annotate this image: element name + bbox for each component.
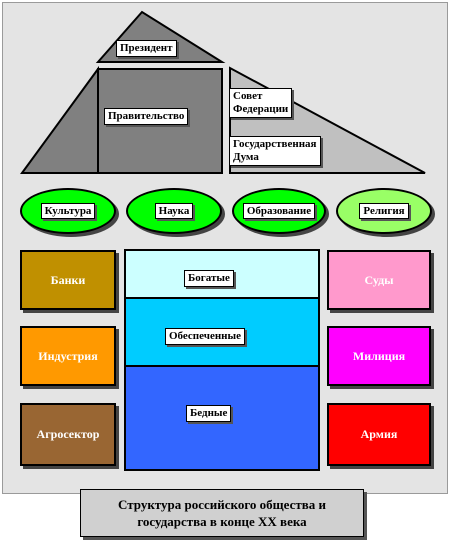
middle-label: Обеспеченные [165, 328, 245, 345]
government-label: Правительство [104, 108, 189, 125]
caption-line-1: Структура российского общества и [118, 497, 326, 512]
box-courts-label: Суды [364, 272, 394, 287]
box-industry-label: Индустрия [38, 348, 98, 363]
box-army: Армия [327, 403, 431, 466]
oval-culture-label: Культура [40, 203, 96, 219]
box-banks: Банки [20, 250, 116, 310]
oval-education-label: Образование [242, 203, 316, 219]
box-agro-label: Агросектор [36, 427, 100, 441]
oval-education: Образование [232, 188, 326, 234]
state-duma-line-1: Государственная [233, 138, 317, 150]
oval-religion: Религия [336, 188, 432, 234]
government-trapezoid-left [20, 65, 99, 174]
box-police: Милиция [327, 326, 431, 386]
box-agro: Агросектор [20, 403, 116, 466]
box-police-label: Милиция [352, 348, 406, 363]
box-banks-label: Банки [50, 272, 86, 287]
federation-council-line-1: Совет [233, 90, 263, 102]
box-army-label: Армия [360, 427, 398, 441]
oval-culture: Культура [20, 188, 116, 234]
federation-council-line-2: Федерации [233, 103, 289, 115]
state-duma-line-2: Дума [233, 151, 259, 163]
rich-label: Богатые [184, 270, 234, 287]
president-label: Президент [116, 40, 177, 57]
caption-line-2: государства в конце XX века [137, 514, 307, 529]
box-courts: Суды [327, 250, 431, 310]
oval-science: Наука [126, 188, 222, 234]
state-duma-label: Государственная Дума [229, 136, 321, 166]
oval-science-label: Наука [154, 203, 194, 219]
poor-label: Бедные [186, 405, 232, 422]
oval-religion-label: Религия [359, 203, 409, 219]
diagram-caption: Структура российского общества и государ… [80, 489, 364, 537]
federation-council-label: Совет Федерации [229, 88, 293, 118]
box-industry: Индустрия [20, 326, 116, 386]
